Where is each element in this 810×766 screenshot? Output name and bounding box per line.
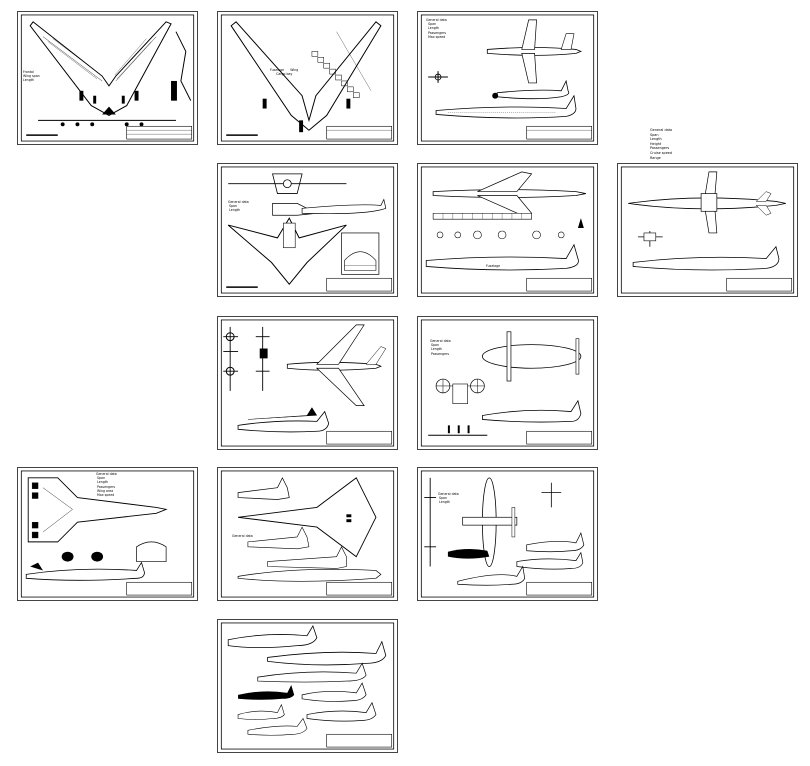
drawing-sheet-5[interactable]: Fuselage	[417, 163, 598, 297]
sheet-1-notes: Frontal Wing span Length	[23, 70, 40, 83]
shuttle-orbiter-views	[220, 470, 395, 598]
sheet-11-notes: General data Span Length	[438, 492, 459, 505]
drawing-sheet-1[interactable]: Frontal Wing span Length	[17, 11, 198, 145]
sheet-8-notes: General data Span Length Passengers	[430, 339, 451, 356]
airliner-three-view	[420, 14, 595, 142]
floating-note-line: Height	[650, 141, 662, 146]
drawing-sheet-7[interactable]	[217, 316, 398, 450]
sheet-5-notes: Fuselage	[486, 264, 501, 268]
floating-note-line: Length	[650, 137, 662, 142]
drawing-sheet-6[interactable]	[617, 163, 798, 297]
drawing-sheet-2[interactable]: Fuselage Wing Cargo bay	[217, 11, 398, 145]
drawing-sheet-3[interactable]: General data Span Length Passengers Max …	[417, 11, 598, 145]
transport-aircraft-views	[420, 470, 595, 598]
canard-jet-views	[620, 166, 795, 294]
sheet-2-notes: Fuselage Wing Cargo bay	[270, 68, 299, 77]
aircraft-size-comparison	[220, 622, 395, 750]
drawing-sheet-4[interactable]: General data Span Length	[217, 163, 398, 297]
sheet-10-notes: General data	[232, 534, 253, 538]
floating-general-data-note: General data Span Length Height Passenge…	[650, 128, 672, 160]
floating-note-line: Cruise speed	[650, 150, 673, 155]
floating-note-line: Passengers	[650, 146, 670, 151]
supersonic-airliner-three-view	[420, 166, 595, 294]
floating-note-line: Span	[650, 132, 659, 137]
cargo-flying-wing-top-view	[220, 14, 395, 142]
shuttle-carrier-views	[220, 319, 395, 447]
blended-wing-three-view	[220, 166, 395, 294]
flying-wing-top-view	[20, 14, 195, 142]
sheet-3-notes: General data Span Length Passengers Max …	[426, 18, 447, 39]
turboprop-three-view	[420, 319, 595, 447]
drawing-sheet-8[interactable]: General data Span Length Passengers	[417, 316, 598, 450]
drawing-sheet-11[interactable]: General data Span Length	[417, 467, 598, 601]
sheet-9-notes: General data Span Length Passengers Wing…	[96, 472, 117, 498]
sheet-4-notes: General data Span Length	[228, 200, 249, 213]
spaceplane-detailed-views	[20, 470, 195, 598]
floating-note-line: Range	[650, 155, 661, 160]
drawing-sheet-10[interactable]: General data	[217, 467, 398, 601]
drawing-sheet-12[interactable]	[217, 619, 398, 753]
floating-note-line: General data	[650, 128, 673, 132]
drawing-sheet-9[interactable]: General data Span Length Passengers Wing…	[17, 467, 198, 601]
